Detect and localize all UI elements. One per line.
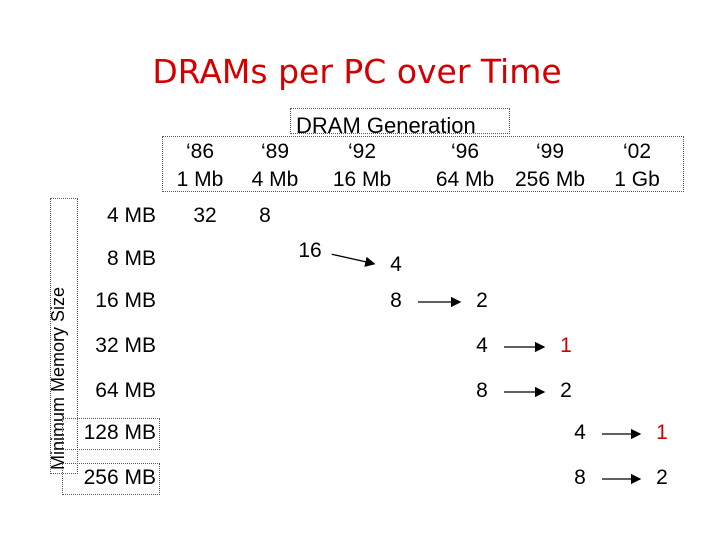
dram-count: 32: [193, 204, 217, 227]
memory-size-label: 64 MB: [95, 379, 156, 402]
memory-size-box: [62, 418, 160, 450]
memory-size-label: 32 MB: [95, 334, 156, 357]
header-box: [162, 136, 684, 192]
memory-size-label: 128 MB: [83, 421, 156, 444]
memory-size-label: 4 MB: [106, 204, 156, 227]
chip-size-label: 1 Mb: [176, 168, 224, 191]
dram-count: 8: [259, 204, 271, 227]
year-label: ‘92: [347, 140, 377, 163]
memory-size-label: 256 MB: [83, 466, 156, 489]
dram-count: 2: [560, 379, 572, 402]
y-axis-label-box: [50, 198, 78, 474]
chip-size-label: 64 Mb: [435, 168, 495, 191]
dram-count: 8: [476, 379, 488, 402]
year-label: ‘89: [260, 140, 290, 163]
chip-size-label: 256 Mb: [514, 168, 586, 191]
dram-count: 1: [656, 421, 668, 444]
chip-size-label: 4 Mb: [251, 168, 299, 191]
dram-count: 2: [476, 289, 488, 312]
dram-count: 4: [390, 253, 402, 276]
memory-size-label: 16 MB: [95, 289, 156, 312]
dram-count: 4: [574, 421, 586, 444]
chip-size-label: 1 Gb: [614, 168, 660, 191]
dram-count: 16: [298, 239, 322, 262]
year-label: ‘02: [622, 140, 652, 163]
dram-count: 4: [476, 334, 488, 357]
generation-label: DRAM Generation: [296, 113, 476, 138]
year-label: ‘86: [185, 140, 215, 163]
chip-size-label: 16 Mb: [332, 168, 392, 191]
dram-count: 8: [574, 466, 586, 489]
year-label: ‘96: [450, 140, 480, 163]
memory-size-label: 8 MB: [106, 247, 156, 270]
dram-count: 1: [560, 334, 572, 357]
dram-count: 8: [390, 289, 402, 312]
page-title: DRAMs per PC over Time: [152, 52, 562, 91]
memory-size-box: [62, 463, 160, 495]
year-label: ‘99: [535, 140, 565, 163]
dram-count: 2: [656, 466, 668, 489]
generation-label-box: [290, 108, 510, 134]
transition-arrow: [331, 253, 376, 267]
